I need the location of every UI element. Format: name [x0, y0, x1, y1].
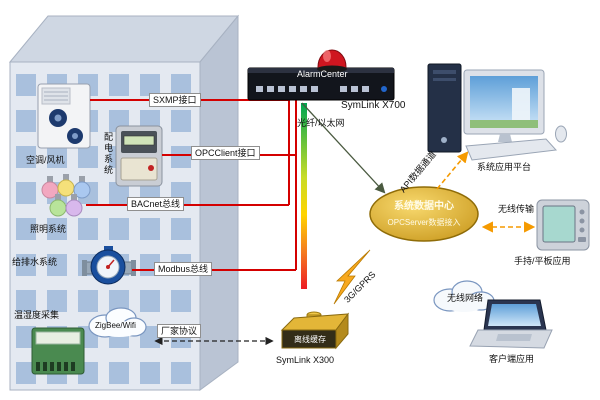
fiber-ethernet-label: 光纤/以太网 [297, 118, 345, 128]
wireless-transfer-label: 无线传输 [498, 204, 535, 214]
vendor-protocol-label: 厂家协议 [157, 324, 202, 338]
power-meter-image [115, 125, 163, 187]
client-app-label: 客户端应用 [489, 354, 535, 364]
lightning-bolt-icon [333, 249, 371, 305]
wireless-network-label: 无线网络 [447, 293, 484, 303]
bacnet-bus-label: BACnet总线 [127, 197, 185, 211]
x300-name-label: SymLink X300 [276, 355, 335, 365]
datacenter-subtitle: OPCServer数据接入 [387, 218, 461, 227]
app-platform-label: 系统应用平台 [477, 162, 532, 172]
water-system-label: 给排水系统 [12, 257, 58, 267]
zigbee-wifi-label: ZigBee/Wifi [95, 321, 136, 330]
laptop-image [469, 299, 553, 349]
api-arrow [436, 151, 469, 190]
snmp-interface-label: SXMP接口 [149, 93, 201, 107]
x700-name-label: SymLink X700 [341, 100, 406, 111]
temp-humidity-label: 温湿度采集 [14, 310, 60, 320]
power-system-label: 配电系统 [103, 132, 113, 176]
handheld-device-image [536, 199, 590, 251]
temp-humidity-module-image [31, 327, 85, 375]
opc-client-interface-label: OPCClient接口 [191, 146, 260, 160]
light-bulbs-image [41, 174, 91, 217]
alarm-beacon-icon [317, 49, 347, 73]
modbus-bus-label: Modbus总线 [154, 262, 213, 276]
datacenter-title: 系统数据中心 [394, 201, 454, 212]
offline-cache-label: 离线缓存 [294, 335, 326, 344]
rainbow-cable [301, 103, 307, 289]
lighting-label: 照明系统 [30, 224, 67, 234]
handheld-label: 手持/平板应用 [514, 256, 571, 266]
fiber-arrow [301, 102, 386, 194]
hvac-label: 空调/风机 [26, 155, 65, 165]
hvac-unit-image [37, 83, 91, 149]
water-meter-image [82, 246, 136, 285]
alarm-center-label: AlarmCenter [297, 69, 348, 79]
desktop-computer-image [427, 63, 567, 161]
datacenter-ellipse [369, 186, 479, 242]
zigbee-cloud-icon [88, 307, 147, 338]
x300-device-image [280, 311, 350, 350]
